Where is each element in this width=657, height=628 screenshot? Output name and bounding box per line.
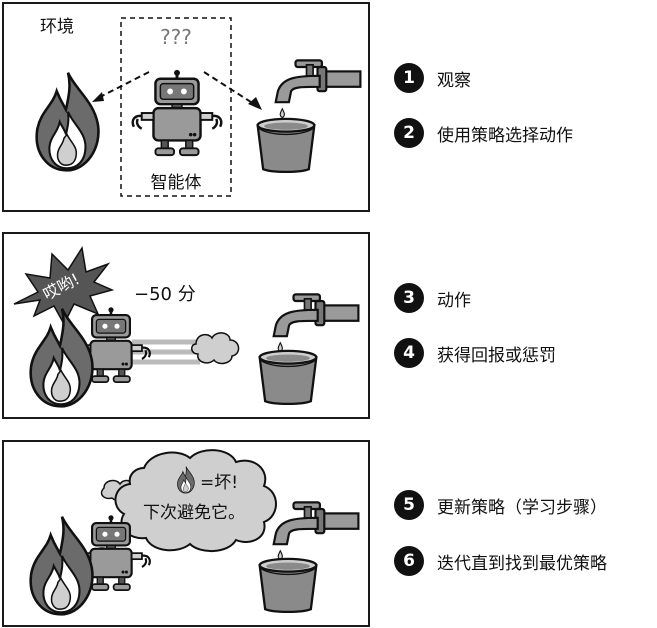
arrow-head-right-icon bbox=[248, 97, 262, 110]
step-number-badge: 2 bbox=[394, 118, 424, 148]
panel-action-scene: 哎哟! −50 分 bbox=[13, 245, 360, 408]
step-3: 3 动作 bbox=[394, 283, 471, 313]
bucket-icon bbox=[258, 349, 318, 406]
step-5: 5 更新策略（学习步骤） bbox=[394, 490, 607, 520]
reward-text: −50 分 bbox=[134, 284, 196, 305]
step-number-badge: 4 bbox=[394, 338, 424, 368]
fire-icon bbox=[29, 307, 94, 408]
step-number-badge: 6 bbox=[394, 546, 424, 576]
fire-icon bbox=[35, 71, 100, 172]
step-number-badge: 5 bbox=[394, 490, 424, 520]
panel-action: 哎哟! −50 分 bbox=[2, 232, 370, 419]
bucket-icon bbox=[258, 557, 318, 614]
tap-icon bbox=[272, 501, 360, 561]
arrow-head-left-icon bbox=[92, 92, 104, 102]
panel-learn-scene: =坏! 下次避免它。 bbox=[29, 449, 360, 616]
environment-label: 环境 bbox=[40, 17, 74, 37]
bucket-icon bbox=[256, 117, 316, 174]
step-number-badge: 1 bbox=[394, 63, 424, 93]
step-label: 使用策略选择动作 bbox=[437, 125, 573, 146]
step-2: 2 使用策略选择动作 bbox=[394, 118, 573, 148]
step-6: 6 迭代直到找到最优策略 bbox=[394, 546, 607, 576]
agent-boundary bbox=[120, 17, 232, 197]
step-number-badge: 3 bbox=[394, 283, 424, 313]
robot-icon bbox=[131, 68, 223, 157]
step-label: 更新策略（学习步骤） bbox=[437, 497, 607, 518]
panel-observe: 环境 ??? 智能体 bbox=[2, 2, 370, 212]
arrow-to-bucket bbox=[203, 71, 255, 105]
thought-line-2: 下次避免它。 bbox=[143, 503, 245, 523]
step-label: 迭代直到找到最优策略 bbox=[437, 553, 607, 574]
step-1: 1 观察 bbox=[394, 63, 471, 93]
step-label: 获得回报或惩罚 bbox=[437, 345, 556, 366]
impact-burst-icon bbox=[13, 245, 115, 326]
step-label: 观察 bbox=[437, 70, 471, 91]
agent-label: 智能体 bbox=[151, 173, 202, 193]
panel-learn: =坏! 下次避免它。 bbox=[2, 440, 370, 627]
step-4: 4 获得回报或惩罚 bbox=[394, 338, 556, 368]
thought-cloud bbox=[114, 449, 277, 552]
question-marks: ??? bbox=[160, 25, 192, 49]
step-label: 动作 bbox=[437, 290, 471, 311]
arrow-to-environment bbox=[97, 71, 150, 99]
tap-icon bbox=[272, 293, 360, 353]
panel-observe-scene: 环境 ??? 智能体 bbox=[35, 17, 362, 197]
steam-cloud-icon bbox=[191, 332, 240, 365]
thought-line-1: =坏! bbox=[200, 473, 238, 493]
fire-icon bbox=[29, 515, 94, 616]
tap-icon bbox=[274, 59, 362, 119]
